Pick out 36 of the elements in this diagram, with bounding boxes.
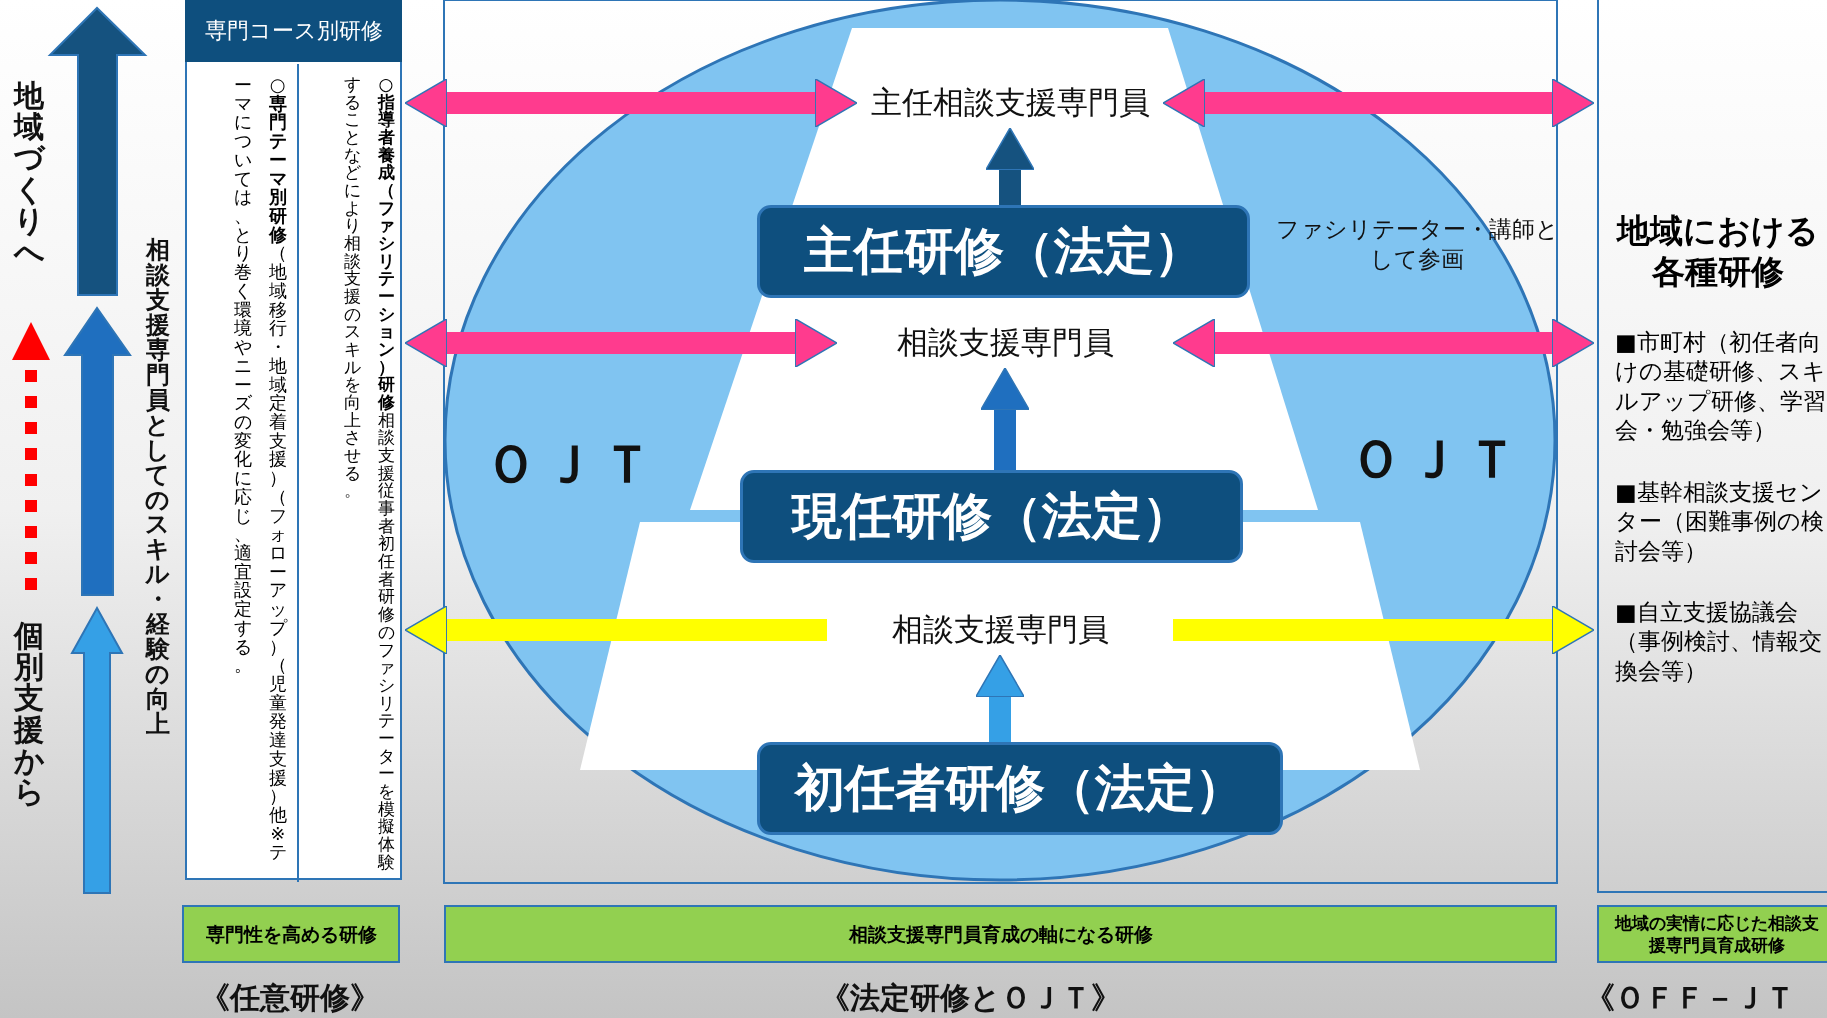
column-text: ○専門テーマ別研修（地域移行・地域定着支援）（フォローアップ）（児童発達支援）他※テーマについては、とり巻く環境やニーズの変化に応じ、適宜設定する。 (233, 76, 289, 865)
vertical-text: 個別支援から (12, 620, 46, 808)
section-caption: 《法定研修とＯＪＴ》 (820, 979, 1121, 1017)
course-panel (185, 0, 402, 880)
category-bar: 地域の実情に応じた相談支援専門員育成研修 (1597, 905, 1827, 963)
list-item: ■基幹相談支援センター（困難事例の検討会等） (1615, 478, 1825, 566)
vertical-text: 地域づくりへ (12, 80, 47, 268)
training-box: 初任者研修（法定） (757, 742, 1283, 835)
list-item: ■自立支援協議会（事例検討、情報交換会等） (1615, 598, 1823, 686)
arrow (404, 605, 827, 655)
note-text: ファシリテーター・講師として参画 (1274, 215, 1560, 274)
arrow (985, 127, 1035, 205)
level-label: 主任相談支援専門員 (860, 78, 1160, 128)
list-item: ■市町村（初任者向けの基礎研修、スキルアップ研修、学習会・勉強会等） (1615, 328, 1827, 446)
arrow (404, 78, 858, 128)
training-box: 主任研修（法定） (757, 205, 1250, 298)
category-bar: 専門性を高める研修 (182, 905, 400, 963)
training-box: 現任研修（法定） (740, 470, 1243, 563)
ojt-label: ＯＪＴ (1350, 428, 1524, 491)
arrow (980, 367, 1030, 470)
arrow (1173, 605, 1595, 655)
section-caption: 《任意研修》 (200, 979, 380, 1017)
arrow (404, 318, 838, 368)
region-panel (1597, 0, 1827, 893)
level-label: 相談支援専門員 (830, 605, 1170, 655)
vertical-text: 相談支援専門員としてのスキル・経験の向上 (144, 238, 172, 738)
arrow (975, 654, 1025, 742)
panel-heading: 地域における各種研修 (1615, 210, 1820, 293)
panel-header: 専門コース別研修 (185, 0, 402, 62)
arrow (1172, 318, 1595, 368)
level-label: 相談支援専門員 (840, 318, 1170, 368)
column-text: ○指導者養成（ファシリテーション）研修相談支援従事者初任者研修のファシリテーターを模擬体験することなどにより相談支援のスキルを向上させる。 (342, 76, 396, 874)
category-bar: 相談支援専門員育成の軸になる研修 (444, 905, 1557, 963)
section-caption: 《ＯＦＦ－ＪＴ (1585, 979, 1795, 1017)
ojt-label: ＯＪＴ (485, 433, 659, 496)
arrow (1162, 78, 1595, 128)
